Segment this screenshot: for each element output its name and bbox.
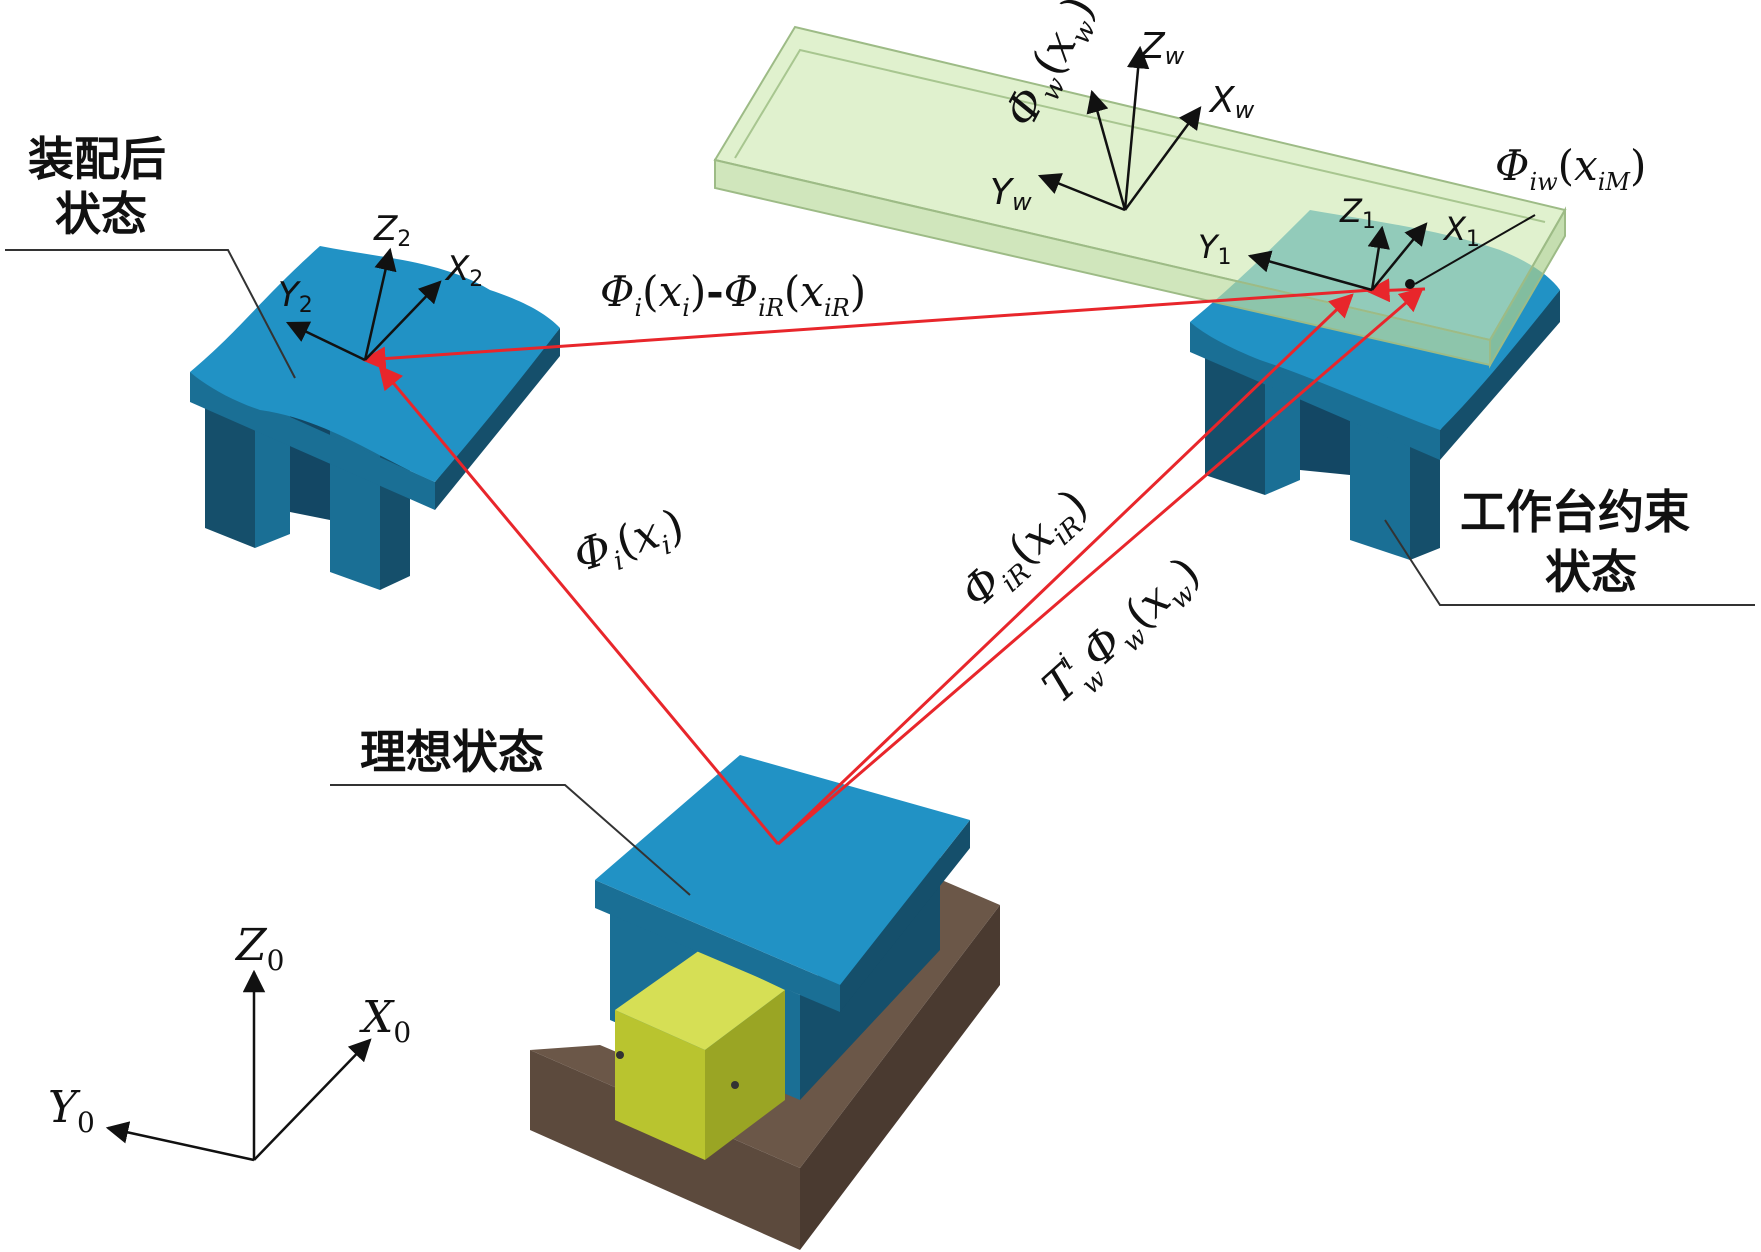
frame-0-axes bbox=[105, 969, 372, 1162]
frame-1-axes bbox=[1247, 214, 1536, 292]
axis-z2-label: Z2 bbox=[373, 209, 411, 252]
vector-difference bbox=[361, 288, 1373, 371]
frame-2-axes bbox=[285, 247, 442, 362]
label-assembled-line2: 状态 bbox=[55, 187, 147, 241]
worktable bbox=[713, 25, 1567, 369]
vector-arrows bbox=[361, 278, 1426, 846]
axis-yw-label: Yw bbox=[990, 172, 1032, 216]
vector-phi-i bbox=[378, 365, 780, 845]
formula-difference: Φi(xi)-ΦiR(xiR) bbox=[600, 267, 866, 322]
svg-text:TiwΦw(xw): TiwΦw(xw) bbox=[1031, 545, 1216, 721]
label-assembled-line1: 装配后 bbox=[28, 132, 166, 186]
axis-x2-label: X2 bbox=[444, 249, 483, 292]
assembled-block bbox=[190, 246, 560, 590]
axis-y0-label: Y0 bbox=[48, 1082, 95, 1139]
vector-phi-iw bbox=[1365, 278, 1426, 303]
ideal-block bbox=[530, 755, 1000, 1250]
axis-y1-label: Y1 bbox=[1198, 228, 1232, 270]
vector-t-phi-w bbox=[777, 287, 1424, 846]
axis-xw-label: Xw bbox=[1208, 80, 1255, 124]
label-constraint-line1: 工作台约束 bbox=[1460, 485, 1690, 539]
formula-phi-ir: ΦiR(xiR) bbox=[951, 479, 1101, 622]
axis-x1-label: X1 bbox=[1442, 210, 1480, 252]
svg-text:Φi(xi): Φi(xi) bbox=[568, 499, 692, 588]
vector-phi-ir bbox=[776, 293, 1354, 846]
frame-w-axes bbox=[1037, 45, 1202, 212]
label-constraint-line2: 状态 bbox=[1545, 545, 1637, 599]
axis-z1-label: Z1 bbox=[1339, 192, 1376, 234]
formula-phi-i: Φi(xi) bbox=[568, 499, 692, 588]
formula-t-phi-w: TiwΦw(xw) bbox=[1031, 545, 1216, 721]
leader-lines bbox=[5, 249, 1755, 896]
formula-phi-iw: Φiw(xiM) bbox=[1495, 141, 1646, 196]
axis-x0-label: X0 bbox=[359, 992, 411, 1049]
svg-text:ΦiR(xiR): ΦiR(xiR) bbox=[951, 479, 1101, 622]
label-ideal: 理想状态 bbox=[360, 725, 544, 779]
point-marker bbox=[1405, 279, 1415, 289]
axis-zw-label: Zw bbox=[1139, 26, 1185, 70]
axis-z0-label: Z0 bbox=[234, 920, 284, 977]
axis-y2-label: Y2 bbox=[278, 275, 313, 318]
